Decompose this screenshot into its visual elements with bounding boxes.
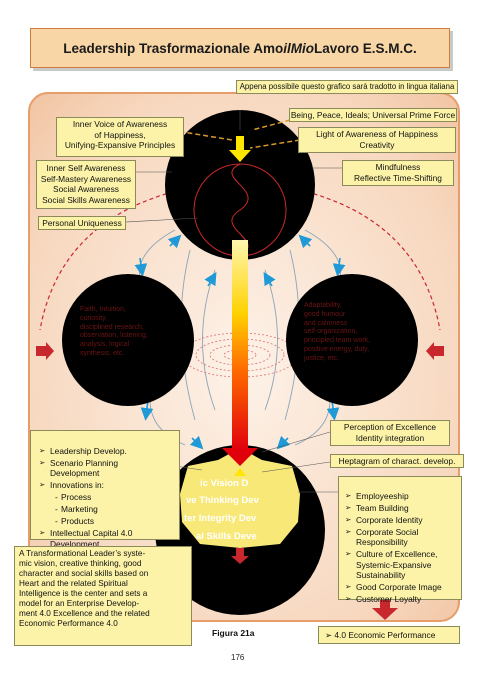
heptagram-label: Heptagram of charact. develop. <box>330 454 464 468</box>
right-culture-list: EmployeeshipTeam BuildingCorporate Ident… <box>338 476 462 604</box>
translation-notice: Appena possibile questo grafico sarà tra… <box>236 80 458 94</box>
economic-bullet-icon: ➢ <box>325 630 333 640</box>
blue-arrow-7 <box>189 435 204 450</box>
right-circle-text: Adaptability, good humour and calmness s… <box>304 302 371 362</box>
left-dashed-arc <box>39 189 181 331</box>
right-list-item: Employeeship <box>345 491 458 502</box>
blue-arrow-1 <box>167 234 182 249</box>
inner-voice-label: Inner Voice of Awareness of Happiness, U… <box>56 117 184 157</box>
light-of-awareness-label: Light of Awareness of Happiness Creativi… <box>298 127 456 153</box>
right-list: EmployeeshipTeam BuildingCorporate Ident… <box>345 491 458 605</box>
right-circle <box>286 274 418 406</box>
left-list-item: Leadership Develop. <box>39 446 175 457</box>
top-yellow-arrow-head <box>229 150 251 162</box>
bottom-circle-word-1: ic Vision D <box>200 478 249 489</box>
right-list-item: Corporate Identity <box>345 515 458 526</box>
perception-label: Perception of Excellence Identity integr… <box>330 420 450 446</box>
left-development-list: Leadership Develop.Scenario Planning Dev… <box>30 430 180 549</box>
figure-caption: Figura 21a <box>212 628 255 638</box>
blue-arrow-9 <box>204 271 217 287</box>
left-red-arrow <box>36 342 54 360</box>
blue-arrow-2 <box>298 234 313 249</box>
being-label: Being, Peace, Ideals; Universal Prime Fo… <box>289 108 457 122</box>
heptagram <box>180 448 300 548</box>
title-prefix: Leadership Trasformazionale Amo <box>63 40 284 56</box>
economic-performance-box: ➢ 4.0 Economic Performance <box>318 626 460 644</box>
top-yellow-arrow-shaft <box>236 136 244 152</box>
left-list-item: Marketing <box>39 504 175 515</box>
left-list-item: Intellectual Capital 4.0 Development <box>39 528 175 549</box>
economic-performance-label: 4.0 Economic Performance <box>334 630 436 640</box>
blue-arrow-8 <box>276 435 291 450</box>
economic-arrow-head <box>372 608 398 620</box>
bottom-red-arrow-head <box>231 556 249 564</box>
right-dashed-arc <box>299 189 441 331</box>
right-list-item: Team Building <box>345 503 458 514</box>
left-list-item: Products <box>39 516 175 527</box>
left-list-item: Innovations in: <box>39 480 175 491</box>
bottom-circle-word-4: al Skills Deve <box>196 531 257 542</box>
right-list-item: Corporate Social Responsibility <box>345 527 458 548</box>
page-number: 176 <box>231 653 245 662</box>
right-list-item: Good Corporate Image <box>345 582 458 593</box>
blue-arrow-10 <box>263 271 276 287</box>
left-list: Leadership Develop.Scenario Planning Dev… <box>39 446 175 550</box>
bottom-circle-word-3: ter Integrity Dev <box>184 513 257 524</box>
right-red-arrow <box>426 342 444 360</box>
title-suffix: Lavoro E.S.M.C. <box>314 40 417 56</box>
central-arrow-shaft <box>232 240 248 450</box>
blue-arrow-4 <box>332 257 346 277</box>
right-list-item: Customer Loyalty <box>345 594 458 605</box>
title-italic: ilMio <box>283 40 315 56</box>
bottom-red-arrow-shaft <box>236 548 244 556</box>
left-circle-text: Faith, Intuition, curiosity, disciplined… <box>80 306 148 357</box>
mindfulness-label: Mindfulness Reflective Time-Shifting <box>342 160 454 186</box>
right-list-item: Culture of Excellence, Systemic-Expansiv… <box>345 549 458 581</box>
awareness-label: Inner Self Awareness Self-Mastery Awaren… <box>36 160 136 209</box>
left-circle <box>62 274 194 406</box>
personal-uniqueness-label: Personal Uniqueness <box>38 216 126 230</box>
left-list-item: Scenario Planning Development <box>39 458 175 479</box>
transformational-leader-text: A Transformational Leader’s syste- mic v… <box>14 546 192 646</box>
bottom-circle-word-2: ve Thinking Dev <box>186 495 259 506</box>
golden-rays <box>139 117 301 149</box>
central-arrow-head <box>222 448 258 466</box>
left-list-item: Process <box>39 492 175 503</box>
blue-arrow-3 <box>134 257 148 277</box>
small-up-arrow <box>234 468 246 476</box>
